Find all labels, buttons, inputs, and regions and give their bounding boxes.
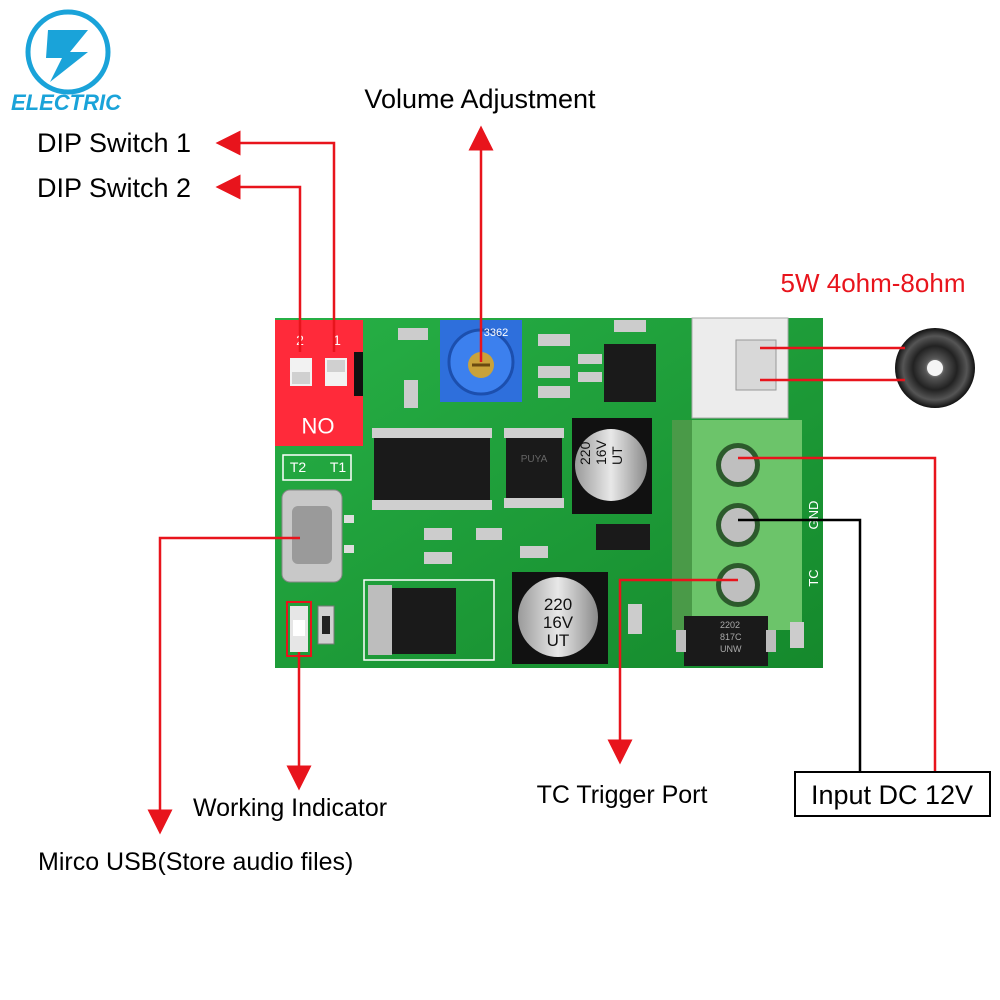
diode-mark-2: 817C xyxy=(720,632,742,642)
regulator xyxy=(363,579,495,661)
pcb-board: ON 2 1 T2 T1 3362 xyxy=(275,317,823,668)
label-volume: Volume Adjustment xyxy=(364,84,596,114)
dip-num-1: 1 xyxy=(333,332,341,348)
gnd-silk: GND xyxy=(806,501,821,530)
diode-mark-3: UNW xyxy=(720,644,742,654)
label-working-indicator: Working Indicator xyxy=(193,794,387,822)
dip-switch: ON 2 1 xyxy=(275,320,363,446)
cap-top-line1: 220 xyxy=(577,441,593,465)
speaker-icon xyxy=(895,328,975,408)
terminal-block xyxy=(672,420,802,630)
diode-mark-1: 2202 xyxy=(720,620,740,630)
cap-top-line2: 16V xyxy=(593,439,609,465)
ic-mark: PUYA xyxy=(521,454,548,465)
logo-icon xyxy=(25,9,111,95)
logo-text: ELECTRIC xyxy=(11,90,122,115)
capacitor-top: 220 16V UT xyxy=(572,418,652,514)
smd-components xyxy=(398,320,804,648)
tc-arrow xyxy=(607,578,738,765)
input-gnd-wire xyxy=(738,518,862,772)
label-dip-switch-2: DIP Switch 2 xyxy=(37,173,191,203)
usb-arrow xyxy=(147,536,300,835)
capacitor-bottom: 220 16V UT xyxy=(512,572,608,664)
ic-chips: PUYA xyxy=(372,344,656,510)
led-highlight-box xyxy=(286,601,312,657)
input-positive-wire xyxy=(738,456,937,772)
diode-chip xyxy=(676,616,776,666)
label-micro-usb: Mirco USB(Store audio files) xyxy=(38,848,353,876)
input-box xyxy=(794,771,991,817)
tc-silk: TC xyxy=(806,569,821,586)
label-speaker-spec: 5W 4ohm-8ohm xyxy=(781,268,966,298)
t1-silk: T1 xyxy=(330,459,347,475)
working-led xyxy=(290,605,335,652)
t2-silk: T2 xyxy=(290,459,307,475)
dip-on-text: ON xyxy=(302,413,335,438)
cap-bottom-line3: UT xyxy=(547,631,570,650)
dip2-arrow xyxy=(215,174,302,352)
micro-usb-port xyxy=(281,489,354,583)
pot-code: 3362 xyxy=(484,327,508,339)
cap-bottom-line2: 16V xyxy=(543,613,574,632)
speaker-connector xyxy=(691,317,789,419)
label-tc-trigger: TC Trigger Port xyxy=(537,781,708,809)
cap-bottom-line1: 220 xyxy=(544,595,572,614)
label-dip-switch-1: DIP Switch 1 xyxy=(37,128,191,158)
label-input-dc: Input DC 12V xyxy=(811,780,973,810)
leader-lines xyxy=(147,125,937,835)
dip1-arrow xyxy=(215,130,336,352)
cap-top-line3: UT xyxy=(609,446,625,465)
